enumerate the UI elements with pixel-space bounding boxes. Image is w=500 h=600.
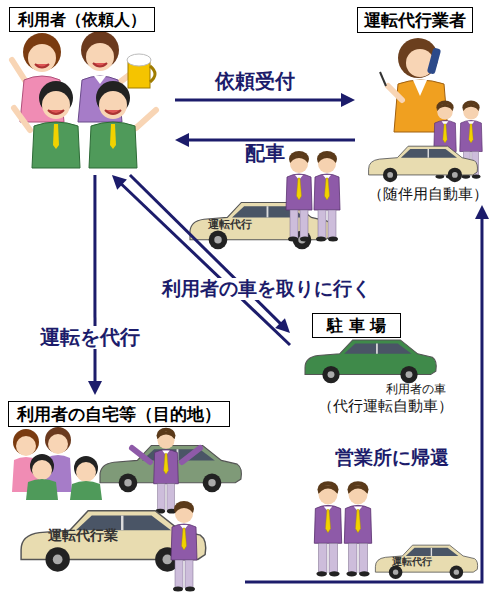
arrow-head — [475, 205, 489, 219]
node-heading: 利用者（依頼人） — [9, 7, 155, 32]
connector-line — [121, 184, 290, 345]
edge-label: 配車 — [245, 142, 285, 165]
edge-label: 運転を代行 — [38, 326, 142, 349]
connector-arrow — [88, 175, 102, 395]
arrow-head — [175, 133, 189, 147]
connector-line — [175, 99, 342, 102]
node-heading: 運転代行業者 — [357, 7, 473, 33]
car-caption: （随伴用自動車） — [368, 186, 488, 203]
actor-node: 利用者の自宅等（目的地） — [5, 395, 245, 595]
actor-node: 運転代行業者 — [355, 5, 495, 205]
car-caption: （代行運転自動車） — [318, 398, 453, 415]
connector-line — [93, 175, 96, 382]
operator-illustration — [369, 38, 483, 182]
connector-arrow — [175, 93, 355, 107]
arrow-head — [275, 318, 290, 333]
connector-line — [245, 218, 482, 582]
car-sign: 運転代行 — [392, 556, 432, 567]
car-sign: 運転代行業 — [48, 528, 118, 543]
edge-label: 利用者の車を取りに行く — [160, 278, 373, 300]
node-heading: 駐 車 場 — [312, 313, 401, 338]
dispatch-car — [190, 151, 340, 249]
arrow-head — [341, 93, 355, 107]
edge-label: 営業所に帰還 — [333, 447, 451, 469]
arrow-head — [112, 175, 127, 190]
actor-node: 利用者（依頼人） — [5, 5, 175, 175]
arrow-head — [88, 381, 102, 395]
destination-illustration — [12, 427, 241, 592]
connector-line — [130, 175, 281, 324]
car-sign: 運転代行 — [208, 219, 252, 231]
connector-arrow — [112, 175, 290, 345]
node-heading: 利用者の自宅等（目的地） — [8, 401, 230, 427]
connector-arrow — [130, 175, 290, 333]
edge-label: 依頼受付 — [215, 70, 295, 93]
car-caption: 利用者の車 — [386, 383, 446, 396]
customer-car — [305, 340, 436, 383]
party-people — [12, 31, 156, 168]
connector-arrow — [245, 205, 489, 582]
